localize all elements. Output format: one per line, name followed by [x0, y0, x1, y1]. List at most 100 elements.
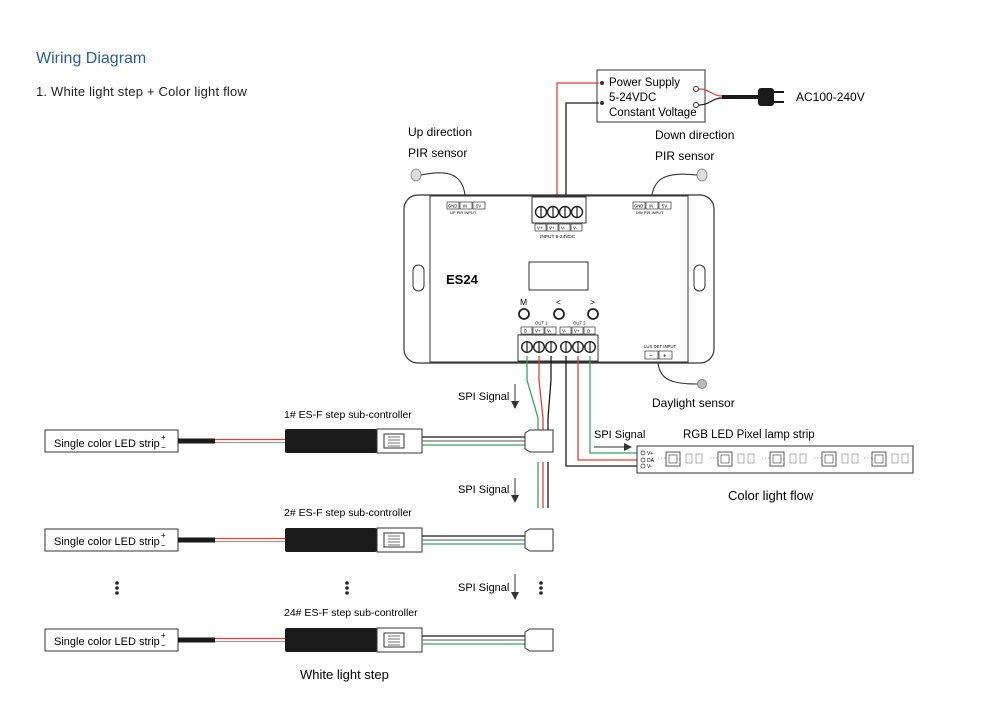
- up-pir-pin-5v: 5V: [476, 204, 481, 209]
- down-pir-sensor-icon: [696, 168, 708, 182]
- diagram-subtitle: 1. White light step + Color light flow: [36, 84, 247, 99]
- input-terminal-block: V+ V+ V- V- INPUT 5-24VDC: [531, 196, 587, 240]
- ac-voltage-label: AC100-240V: [796, 90, 865, 104]
- dw-pir-pin-gnd: GND: [634, 204, 643, 209]
- arrow-right-icon: [624, 443, 632, 451]
- rgb-strip-label: RGB LED Pixel lamp strip: [683, 429, 815, 441]
- up-pir-sensor-icon: [410, 168, 422, 182]
- power-supply-line2: 5-24VDC: [609, 92, 656, 104]
- up-pir-input: GND IN 5V UP PIR INPUT: [446, 201, 486, 215]
- button-right[interactable]: [587, 308, 599, 320]
- lux-pin-plus: +: [663, 354, 667, 360]
- down-pir-sensor: Down direction PIR sensor: [651, 128, 734, 196]
- sub-controller-row-2: [44, 527, 554, 553]
- power-supply: Power Supply 5-24VDC Constant Voltage: [596, 69, 706, 123]
- lux-pin-minus: −: [649, 354, 653, 360]
- rgb-pin-da: DA: [647, 458, 655, 464]
- power-wire-negative: [565, 102, 599, 210]
- lux-det-input: LUX DET INPUT − +: [644, 344, 677, 360]
- ellipsis-dots: [115, 581, 543, 595]
- up-pir-pin-gnd: GND: [448, 204, 457, 209]
- ps-terminal-minus: [600, 101, 604, 105]
- out-pin-5: V+: [574, 329, 580, 334]
- up-sensor-label-1: Up direction: [408, 125, 472, 139]
- up-pir-sensor: Up direction PIR sensor: [408, 125, 472, 196]
- spi-label-1: SPI Signal: [458, 391, 509, 403]
- strip-plus-24: +: [161, 631, 166, 640]
- spi-label-2: SPI Signal: [458, 484, 509, 496]
- lux-label: LUX DET INPUT: [644, 344, 677, 349]
- arrow-down-icon: [511, 401, 519, 409]
- out-pin-4: V-: [562, 329, 567, 334]
- sub-controller-1-label: 1# ES-F step sub-controller: [284, 409, 412, 421]
- strip-label-2: Single color LED strip: [54, 536, 160, 548]
- ps-terminal-ac1: [693, 86, 699, 92]
- strip-minus-24: −: [161, 641, 166, 650]
- rgb-pixel: [762, 451, 807, 467]
- strip-plus-1: +: [161, 433, 166, 442]
- up-sensor-label-2: PIR sensor: [408, 146, 467, 160]
- sub-controller-row-1: [44, 428, 554, 454]
- mount-hole-left: [412, 264, 425, 292]
- rgb-pixel-group: [658, 451, 909, 467]
- mount-hole-right: [693, 264, 706, 292]
- dw-pir-pin-in: IN: [649, 204, 653, 209]
- input-pin-2: V+: [549, 226, 555, 231]
- out-pin-6: D: [587, 329, 591, 334]
- arrow-down-icon: [511, 592, 519, 600]
- arrow-down-icon: [511, 495, 519, 503]
- down-sensor-label-2: PIR sensor: [655, 149, 714, 163]
- button-m[interactable]: [518, 308, 530, 320]
- lcd-display: [528, 261, 589, 291]
- out2-label: OUT 2: [573, 321, 586, 326]
- spi-label-rgb: SPI Signal: [594, 429, 645, 441]
- rgb-led-pixel-strip: RGB LED Pixel lamp strip V+ DA V- Color …: [636, 429, 914, 503]
- power-supply-line3: Constant Voltage: [609, 107, 697, 119]
- dw-pir-pin-5v: 5V: [662, 204, 667, 209]
- button-right-label: >: [590, 297, 595, 307]
- strip-label-24: Single color LED strip: [54, 636, 160, 648]
- input-pin-3: V-: [561, 226, 566, 231]
- ac-plug: AC100-240V: [698, 88, 865, 106]
- up-pir-input-label: UP PIR INPUT: [450, 210, 477, 215]
- ps-terminal-plus: [600, 81, 604, 85]
- rgb-pin-vminus: V-: [647, 464, 652, 470]
- white-light-step-footer: White light step: [300, 667, 389, 682]
- daylight-sensor: Daylight sensor: [652, 362, 735, 410]
- up-pir-pin-in: IN: [463, 204, 467, 209]
- button-left[interactable]: [553, 308, 565, 320]
- power-supply-line1: Power Supply: [609, 77, 680, 89]
- button-left-label: <: [556, 297, 561, 307]
- power-wire-positive: [556, 82, 599, 210]
- ps-terminal-ac2: [693, 102, 699, 108]
- down-sensor-label-1: Down direction: [655, 128, 734, 142]
- dw-pir-input: GND IN 5V DW PIR INPUT: [632, 201, 672, 215]
- sub-controller-row-24: [44, 627, 554, 653]
- spi-label-3: SPI Signal: [458, 582, 509, 594]
- daylight-sensor-label: Daylight sensor: [652, 396, 735, 410]
- daylight-sensor-icon: [697, 379, 707, 389]
- rgb-pixel: [710, 451, 755, 467]
- rgb-pixel: [864, 451, 909, 467]
- rgb-strip-footer: Color light flow: [728, 488, 814, 503]
- spi-signal-labels: SPI Signal SPI Signal SPI Signal SPI Sig…: [458, 384, 645, 600]
- control-buttons: M < >: [518, 297, 599, 320]
- diagram-title: Wiring Diagram: [36, 50, 147, 67]
- strip-minus-2: −: [161, 541, 166, 550]
- out2-wires: [565, 356, 640, 467]
- dw-pir-input-label: DW PIR INPUT: [636, 210, 664, 215]
- strip-plus-2: +: [161, 531, 166, 540]
- sub-controller-2-label: 2# ES-F step sub-controller: [284, 507, 412, 519]
- output-terminal-block: OUT 1 OUT 2 D V+ V- V- V+ D: [517, 321, 599, 362]
- input-pin-1: V+: [537, 226, 543, 231]
- out-pin-1: D: [524, 329, 528, 334]
- es24-controller: GND IN 5V UP PIR INPUT GND IN 5V DW PIR …: [403, 194, 715, 364]
- strip-label-1: Single color LED strip: [54, 438, 160, 450]
- out1-label: OUT 1: [535, 321, 548, 326]
- out1-bus-wires: [526, 356, 552, 508]
- out-pin-2: V+: [535, 329, 541, 334]
- rgb-pin-vplus: V+: [647, 451, 653, 457]
- plug-icon: [758, 88, 774, 106]
- rgb-pixel: [814, 451, 859, 467]
